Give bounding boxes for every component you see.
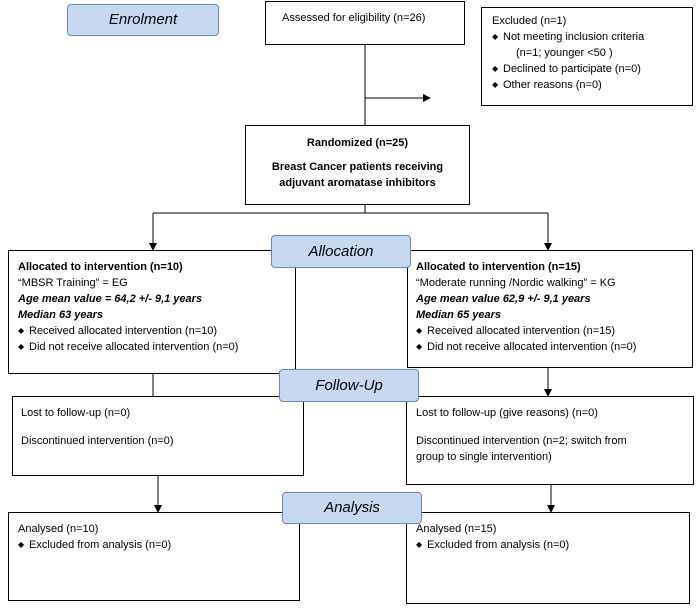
randomized-line2: adjuvant aromatase inhibitors xyxy=(279,177,436,189)
right-allocation-received-label: Received allocated intervention (n=15) xyxy=(427,325,616,337)
bullet-icon: ◆ xyxy=(492,80,499,89)
stage-analysis: Analysis xyxy=(282,492,422,524)
stage-allocation: Allocation xyxy=(271,235,411,268)
excluded-item-inclusion-line1: Not meeting inclusion criteria xyxy=(503,31,645,43)
left-allocation-median: Median 63 years xyxy=(18,309,103,321)
excluded-item-declined-label: Declined to participate (n=0) xyxy=(503,63,641,75)
right-analysis-excluded-label: Excluded from analysis (n=0) xyxy=(427,539,570,551)
bullet-icon: ◆ xyxy=(492,64,499,73)
left-followup-box: Lost to follow-up (n=0) Discontinued int… xyxy=(12,396,304,476)
right-allocation-not-received-label: Did not receive allocated intervention (… xyxy=(427,341,637,353)
left-followup-lost: Lost to follow-up (n=0) xyxy=(21,407,131,419)
left-allocation-title: Allocated to intervention (n=10) xyxy=(18,261,183,273)
right-followup-box: Lost to follow-up (give reasons) (n=0) D… xyxy=(406,396,694,485)
excluded-item-declined: ◆ Declined to participate (n=0) xyxy=(492,61,692,77)
stage-analysis-label: Analysis xyxy=(324,499,380,516)
excluded-box: Excluded (n=1) ◆ Not meeting inclusion c… xyxy=(481,7,693,106)
right-analysis-box: Analysed (n=15) ◆ Excluded from analysis… xyxy=(406,512,690,604)
bullet-icon: ◆ xyxy=(18,342,25,351)
bullet-icon: ◆ xyxy=(416,326,423,335)
randomized-title: Randomized (n=25) xyxy=(306,137,409,149)
right-followup-discontinued-line2: group to single intervention) xyxy=(416,451,552,463)
stage-enrolment-label: Enrolment xyxy=(108,11,178,28)
stage-followup: Follow-Up xyxy=(279,369,419,402)
left-allocation-not-received: ◆ Did not receive allocated intervention… xyxy=(18,339,295,355)
randomized-line1: Breast Cancer patients receiving xyxy=(271,161,444,173)
left-allocation-box: Allocated to intervention (n=10) “MBSR T… xyxy=(8,250,296,374)
right-analysis-analysed: Analysed (n=15) xyxy=(416,523,497,535)
excluded-title: Excluded (n=1) xyxy=(492,15,567,27)
stage-enrolment: Enrolment xyxy=(67,4,219,36)
left-allocation-group: “MBSR Training” = EG xyxy=(18,277,128,289)
bullet-icon: ◆ xyxy=(416,342,423,351)
left-allocation-received: ◆ Received allocated intervention (n=10) xyxy=(18,323,295,339)
bullet-icon: ◆ xyxy=(416,540,423,549)
left-analysis-excluded-label: Excluded from analysis (n=0) xyxy=(29,539,172,551)
right-allocation-group: “Moderate running /Nordic walking” = KG xyxy=(416,277,616,289)
right-allocation-median: Median 65 years xyxy=(416,309,501,321)
right-allocation-not-received: ◆ Did not receive allocated intervention… xyxy=(416,339,692,355)
left-analysis-excluded: ◆ Excluded from analysis (n=0) xyxy=(18,537,299,553)
right-analysis-excluded: ◆ Excluded from analysis (n=0) xyxy=(416,537,689,553)
right-allocation-box: Allocated to intervention (n=15) “Modera… xyxy=(407,250,693,368)
excluded-item-other-label: Other reasons (n=0) xyxy=(503,79,602,91)
right-allocation-received: ◆ Received allocated intervention (n=15) xyxy=(416,323,692,339)
assessed-text: Assessed for eligibility (n=26) xyxy=(282,12,426,24)
left-analysis-box: Analysed (n=10) ◆ Excluded from analysis… xyxy=(8,512,300,601)
excluded-item-inclusion: ◆ Not meeting inclusion criteria xyxy=(492,29,692,45)
left-analysis-analysed: Analysed (n=10) xyxy=(18,523,99,535)
stage-allocation-label: Allocation xyxy=(308,243,374,260)
bullet-icon: ◆ xyxy=(18,540,25,549)
excluded-item-other: ◆ Other reasons (n=0) xyxy=(492,77,692,93)
left-allocation-not-received-label: Did not receive allocated intervention (… xyxy=(29,341,239,353)
right-allocation-title: Allocated to intervention (n=15) xyxy=(416,261,581,273)
right-followup-discontinued-line1: Discontinued intervention (n=2; switch f… xyxy=(416,435,627,447)
randomized-box: Randomized (n=25) Breast Cancer patients… xyxy=(245,125,470,205)
left-allocation-received-label: Received allocated intervention (n=10) xyxy=(29,325,218,337)
left-followup-discontinued: Discontinued intervention (n=0) xyxy=(21,435,174,447)
right-followup-lost: Lost to follow-up (give reasons) (n=0) xyxy=(416,407,598,419)
bullet-icon: ◆ xyxy=(18,326,25,335)
bullet-icon: ◆ xyxy=(492,32,499,41)
left-allocation-age: Age mean value = 64,2 +/- 9,1 years xyxy=(18,293,203,305)
excluded-item-inclusion-line2: (n=1; younger <50 ) xyxy=(516,47,613,59)
right-allocation-age: Age mean value 62,9 +/- 9,1 years xyxy=(416,293,591,305)
stage-followup-label: Follow-Up xyxy=(315,377,383,394)
assessed-box: Assessed for eligibility (n=26) xyxy=(265,1,465,45)
